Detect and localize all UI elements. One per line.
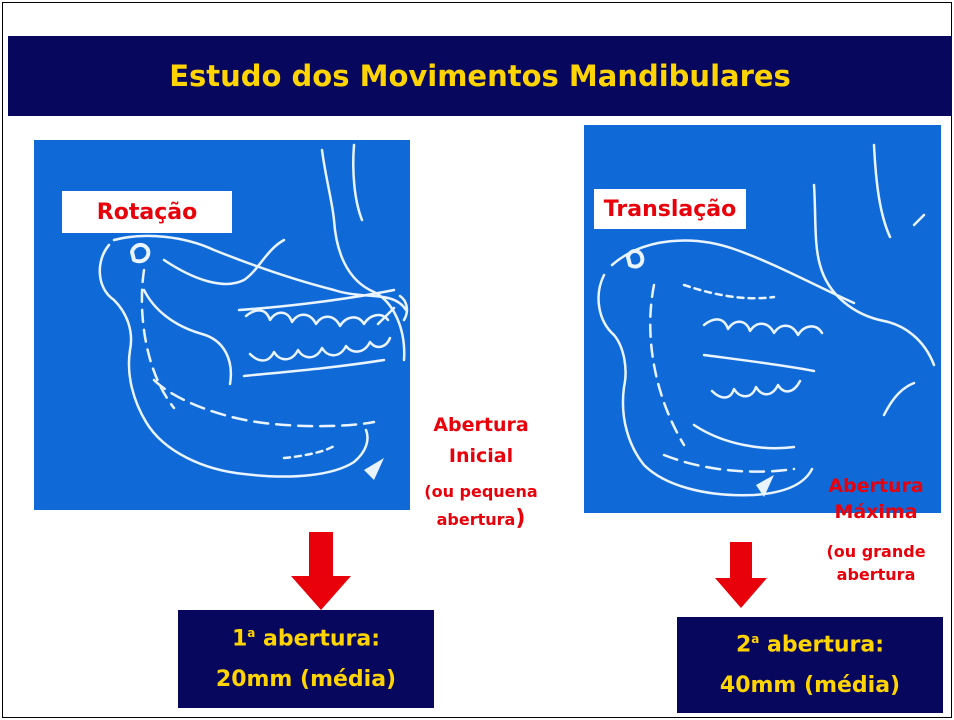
title-banner: Estudo dos Movimentos Mandibulares <box>8 36 952 116</box>
initial-opening-caption: Abertura Inicial (ou pequena abertura) <box>406 410 556 533</box>
maximum-opening-caption: Abertura Máxima (ou grande abertura <box>806 474 946 586</box>
caption-maxima: Máxima <box>834 501 918 523</box>
down-arrow-icon <box>291 532 351 610</box>
caption-abertura-max: Abertura <box>828 475 924 497</box>
first-opening-value: 20mm (média) <box>215 667 397 693</box>
first-opening-result: 1a abertura: 20mm (média) <box>178 610 434 708</box>
translation-label-text: Translação <box>603 196 737 222</box>
caption-ou-pequena: (ou pequena <box>424 482 538 501</box>
rotation-label-text: Rotação <box>96 199 198 225</box>
jaw-translation-illustration <box>584 125 941 513</box>
caption-abertura-small: abertura) <box>436 506 526 531</box>
second-opening-value: 40mm (média) <box>719 672 901 698</box>
down-arrow-icon <box>715 542 767 608</box>
caption-ou-grande: (ou grande <box>826 542 926 561</box>
caption-abertura-large: abertura <box>836 565 916 584</box>
slide-title: Estudo dos Movimentos Mandibulares <box>169 59 791 93</box>
second-opening-title: 2a abertura: <box>735 632 885 658</box>
second-opening-result: 2a abertura: 40mm (média) <box>677 617 943 713</box>
caption-inicial: Inicial <box>448 445 514 467</box>
caption-abertura: Abertura <box>433 414 529 436</box>
translation-label: Translação <box>594 189 746 229</box>
first-opening-title: 1a abertura: <box>231 625 381 652</box>
rotation-label: Rotação <box>62 191 232 233</box>
